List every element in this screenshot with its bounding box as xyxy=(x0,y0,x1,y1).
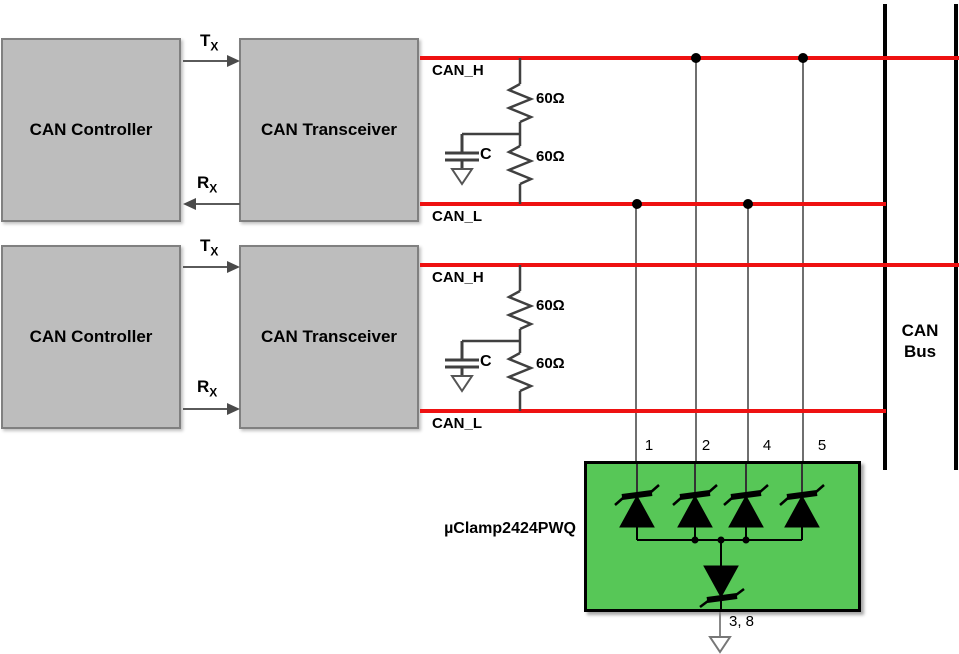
tvs-clamp-box xyxy=(584,461,861,612)
tvs-diode-array-icon xyxy=(614,464,825,609)
can-controller-label: CAN Controller xyxy=(29,327,153,346)
can-controller-label: CAN Controller xyxy=(29,120,153,139)
pin-label-4: 4 xyxy=(762,437,772,454)
can-l-line xyxy=(420,202,886,206)
tx-label: TX xyxy=(200,236,219,259)
can-h-label: CAN_H xyxy=(432,62,484,79)
rx-arrowhead-icon xyxy=(183,198,196,210)
tvs-diode-icon xyxy=(672,484,718,540)
resistor-1-value-label: 60Ω xyxy=(536,90,565,107)
tvs-diode-icon xyxy=(614,484,660,540)
pin4-wire xyxy=(747,204,749,461)
tx-arrowhead-icon xyxy=(227,55,240,67)
tvs-diode-icon xyxy=(723,484,769,540)
rx-label: RX xyxy=(197,173,218,196)
series-zener-diode-icon xyxy=(699,540,745,609)
can-transceiver-box: CAN Transceiver xyxy=(239,38,419,222)
tx-label: TX xyxy=(200,31,219,54)
resistor-1-icon xyxy=(505,82,535,124)
rx-arrowhead-icon xyxy=(227,403,240,415)
clamp-part-number-label: µClamp2424PWQ xyxy=(444,520,576,537)
capacitor-icon xyxy=(445,134,479,169)
resistor-1-icon xyxy=(505,289,535,331)
can-l-label: CAN_L xyxy=(432,208,483,225)
tvs-diode-icon xyxy=(779,484,825,540)
clamp-ground-wire xyxy=(719,612,721,637)
pin5-wire xyxy=(802,58,804,461)
can-transceiver-label: CAN Transceiver xyxy=(260,120,398,139)
can-controller-box: CAN Controller xyxy=(1,245,181,429)
tx-wire xyxy=(183,266,229,268)
termination-network-icon xyxy=(445,58,535,204)
resistor-2-value-label: 60Ω xyxy=(536,355,565,372)
can-transceiver-label: CAN Transceiver xyxy=(260,327,398,346)
clamp-ground-pin-label: 3, 8 xyxy=(729,613,755,630)
can-bus-line-left xyxy=(883,4,887,470)
rx-label: RX xyxy=(197,377,218,400)
ground-icon xyxy=(708,636,732,654)
can-controller-box: CAN Controller xyxy=(1,38,181,222)
resistor-2-value-label: 60Ω xyxy=(536,148,565,165)
capacitor-label: C xyxy=(480,353,492,370)
can-l-label: CAN_L xyxy=(432,415,483,432)
capacitor-icon xyxy=(445,341,479,376)
resistor-2-icon xyxy=(505,144,535,186)
tx-wire xyxy=(183,60,229,62)
can-transceiver-box: CAN Transceiver xyxy=(239,245,419,429)
ground-icon xyxy=(450,375,474,393)
junction-dot xyxy=(743,199,753,209)
can-h-label: CAN_H xyxy=(432,269,484,286)
can-bus-label: CAN Bus xyxy=(901,321,939,361)
pin-label-5: 5 xyxy=(817,437,827,454)
junction-dot xyxy=(691,53,701,63)
rx-wire xyxy=(194,203,240,205)
ground-icon xyxy=(450,168,474,186)
termination-network-icon xyxy=(445,265,535,411)
tx-arrowhead-icon xyxy=(227,261,240,273)
pin2-wire xyxy=(695,58,697,461)
can-h-line xyxy=(420,56,959,60)
pin-label-1: 1 xyxy=(644,437,654,454)
can-bus-line-right xyxy=(954,4,958,470)
capacitor-label: C xyxy=(480,146,492,163)
can-node-2: CAN Controller CAN Transceiver TX RX CAN… xyxy=(0,236,959,435)
junction-dot xyxy=(632,199,642,209)
pin1-wire xyxy=(635,204,637,461)
rx-wire xyxy=(183,408,229,410)
resistor-1-value-label: 60Ω xyxy=(536,297,565,314)
resistor-2-icon xyxy=(505,351,535,393)
can-h-line xyxy=(420,263,959,267)
pin-label-2: 2 xyxy=(701,437,711,454)
can-node-1: CAN Controller CAN Transceiver TX RX CAN… xyxy=(0,31,959,228)
can-l-line xyxy=(420,409,886,413)
junction-dot xyxy=(798,53,808,63)
